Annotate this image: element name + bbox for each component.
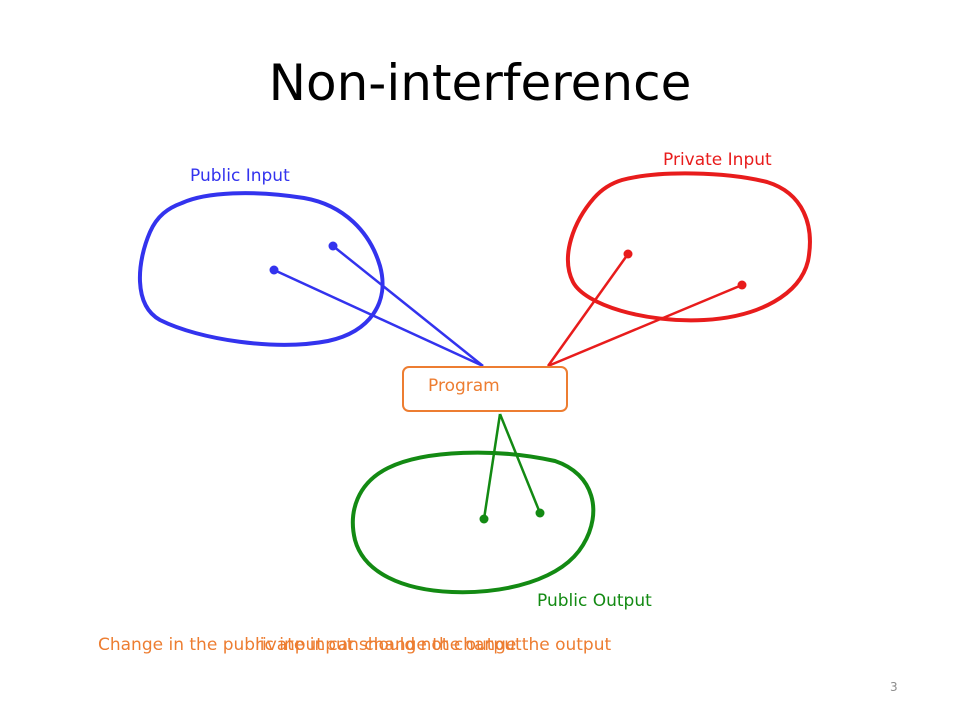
private-input-line-2 — [547, 283, 743, 368]
private-input-caption: rivate input should not change the outpu… — [255, 635, 612, 655]
page-number: 3 — [890, 680, 898, 694]
slide-title: Non-interference — [268, 54, 692, 112]
public-output-label: Public Output — [537, 591, 652, 611]
public-input-region — [137, 191, 385, 347]
public-input-point-1 — [328, 241, 338, 251]
program-box — [402, 366, 568, 412]
public-input-point-2 — [269, 265, 279, 275]
public-output-line-1 — [482, 413, 502, 520]
public-input-line-2 — [273, 268, 484, 368]
private-input-line-1 — [546, 253, 630, 367]
public-input-caption: Change in the public input can change th… — [98, 635, 522, 655]
private-input-label: Private Input — [663, 150, 772, 170]
public-input-label: Public Input — [190, 166, 290, 186]
public-output-point-1 — [479, 514, 489, 524]
private-input-region — [566, 171, 812, 323]
private-input-point-1 — [623, 249, 633, 259]
public-output-region — [350, 450, 596, 595]
public-output-line-2 — [498, 413, 542, 514]
private-input-point-2 — [737, 280, 747, 290]
public-input-line-1 — [332, 245, 484, 367]
public-output-point-2 — [535, 508, 545, 518]
program-label: Program — [428, 376, 500, 396]
